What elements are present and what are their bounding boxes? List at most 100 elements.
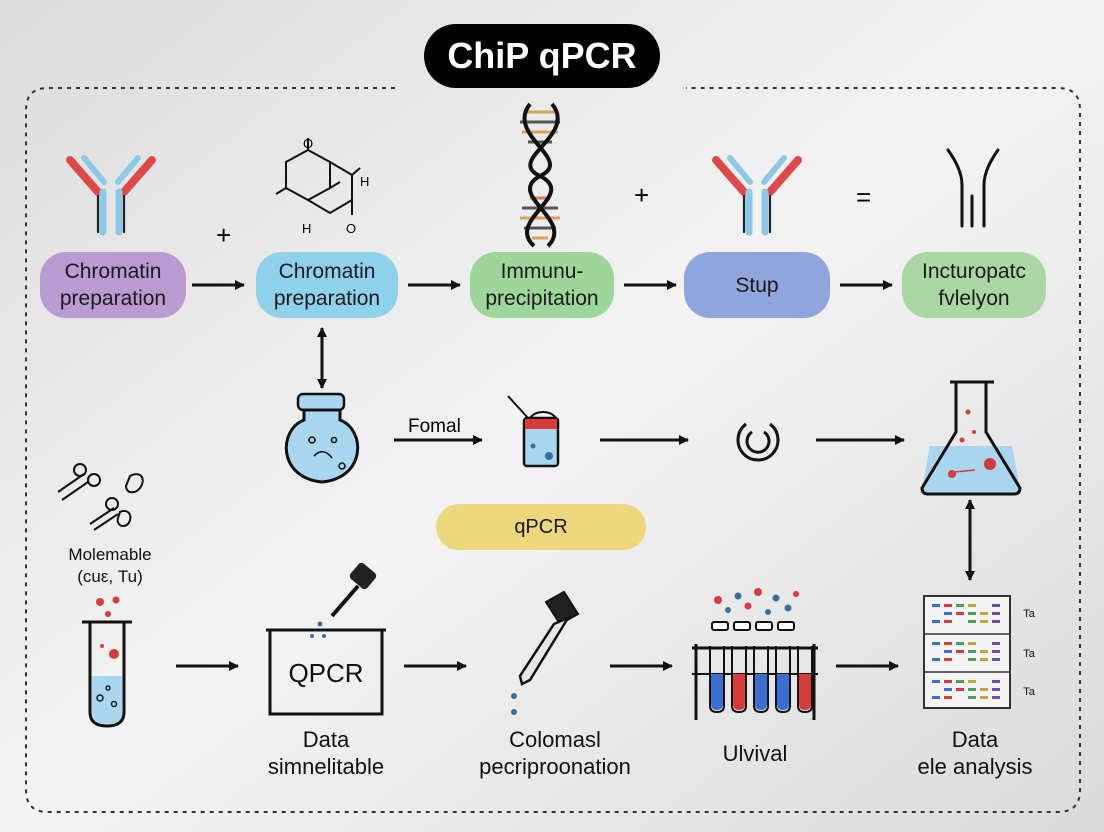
gel-band [944,680,952,683]
diagram-title: ChiP qPCR [424,24,660,88]
ring-icon [736,422,780,462]
step-label: Chromatin [64,260,162,283]
gel-band [968,680,976,683]
gel-lane-label: Ta [1023,686,1035,698]
ulvival-label: Ulvival [680,740,830,767]
gel-band [968,642,976,645]
gel-band [968,688,976,691]
gel-band [992,642,1000,645]
gel-band [980,650,988,653]
gel-band [980,658,988,661]
label-line: Molemable [68,545,152,564]
step-stup: Stup [684,252,830,318]
antibody-icon [712,155,802,236]
erlenmeyer-flask-icon [920,380,1022,496]
test-tube-icon [82,596,132,728]
step-label: preparation [273,287,381,310]
gel-band [956,688,964,691]
step-chromatin-preparation-1: Chromatin preparation [40,252,186,318]
step-label: fvlelyon [938,287,1010,310]
gel-lane-label: Ta [1023,608,1035,620]
gel-band [944,620,952,623]
label-line: simnelitable [267,754,385,779]
gel-band [992,658,1000,661]
dashed-frame [25,87,1081,813]
gel-icon [923,595,1011,709]
dna-helix-icon [520,102,560,248]
atom-label: O [346,221,356,236]
tuning-fork-icon [946,148,1000,228]
qpcr-band: qPCR [436,504,646,550]
label-line: Data [302,727,350,752]
gel-band [968,612,976,615]
qpcr-box-text: QPCR [288,658,364,688]
gel-band [932,642,940,645]
step-label: Stup [735,273,779,297]
label-line: Data [951,727,999,752]
label-line: pecriproonation [479,754,631,779]
atom-label: H [302,221,311,236]
gel-band [992,612,1000,615]
gel-band [992,680,1000,683]
gel-band [968,620,976,623]
gel-band [932,620,940,623]
arrow-label: Fomal [408,416,461,437]
step-chromatin-preparation-2: Chromatin preparation [256,252,398,318]
gel-band [968,604,976,607]
gel-band [944,642,952,645]
step-label: preparation [59,287,167,310]
gel-band [980,696,988,699]
qpcr-band-label: qPCR [514,515,568,538]
label-line: Colomasl [509,727,601,752]
gel-band [956,604,964,607]
tube-rack-icon [692,588,818,720]
gel-band [932,658,940,661]
gel-band [944,604,952,607]
step-label: Immunu- [500,260,584,283]
plus-sign: + [216,220,231,250]
gel-band [980,688,988,691]
atom-label: O [303,136,313,151]
gel-band [956,612,964,615]
data-simnelitable-label: Data simnelitable [236,726,416,780]
round-flask-icon [284,392,360,484]
gel-band [992,620,1000,623]
gel-band [932,696,940,699]
gel-band [944,658,952,661]
gel-band [992,688,1000,691]
gel-band [980,612,988,615]
gel-band [968,696,976,699]
molemable-label: Molemable (cuε, Tu) [40,544,180,588]
label-line: ele analysis [917,754,1033,779]
gel-band [944,688,952,691]
gel-band [944,650,952,653]
step-label: precipitation [485,287,599,310]
label-line: (cuε, Tu) [77,567,143,586]
qpcr-box-icon [266,628,386,716]
gel-band [992,650,1000,653]
dropper-icon [511,590,580,715]
sample-tube-icon [507,395,560,468]
equals-sign: = [856,182,871,212]
gel-band [944,612,952,615]
plus-sign: + [634,180,649,210]
gel-band [956,650,964,653]
gel-band [968,658,976,661]
gel-band [956,680,964,683]
gel-band [944,696,952,699]
data-analysis-label: Data ele analysis [890,726,1060,780]
label-line: Ulvival [722,741,788,766]
gel-band [932,604,940,607]
gel-lane-label: Ta [1023,648,1035,660]
gel-band [992,604,1000,607]
antibody-icon [66,155,156,236]
atom-label: H [360,174,369,189]
step-label: Chromatin [278,260,376,283]
step-immunoprecipitation: Immunu-precipitation [470,252,614,318]
gel-band [992,696,1000,699]
molecule-cluster-icon [57,463,144,531]
